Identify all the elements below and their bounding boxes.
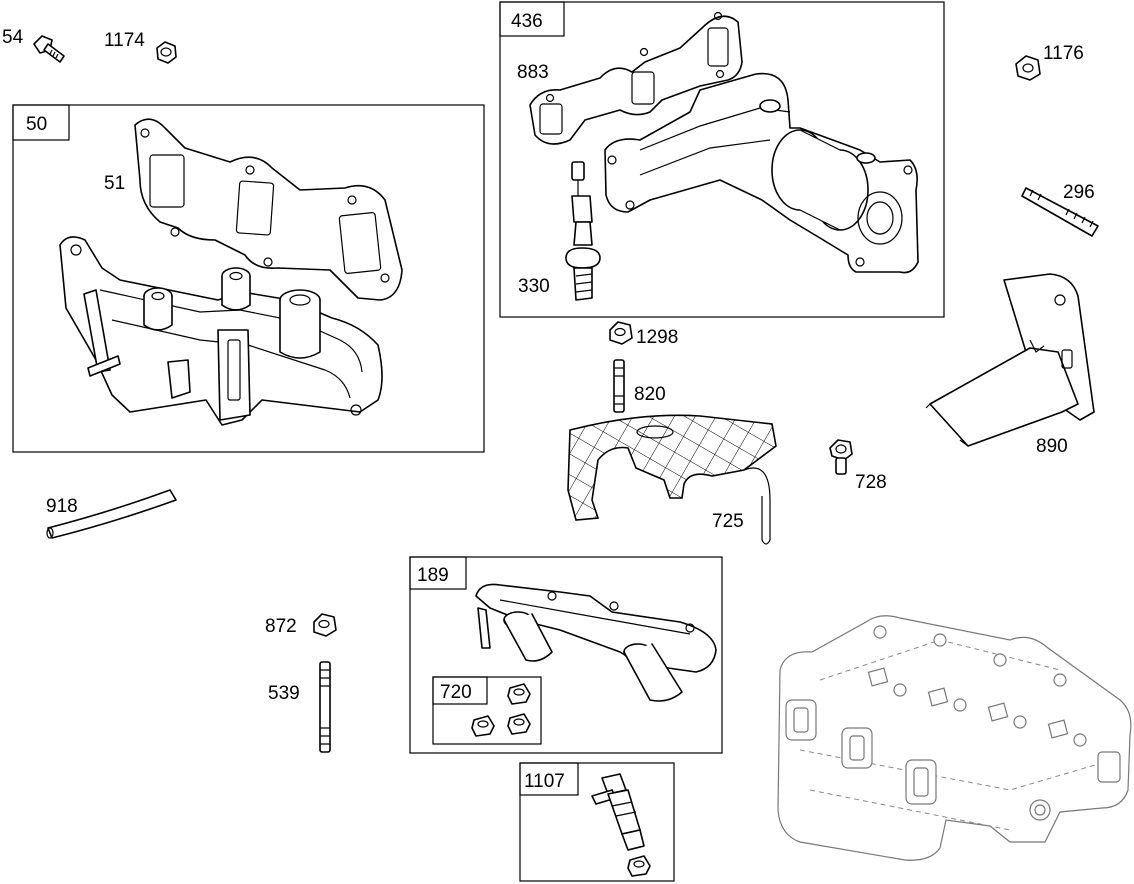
label-1298: 1298 xyxy=(636,327,678,348)
assembly-box-436 xyxy=(499,1,945,318)
assembly-box-720-tag xyxy=(432,676,488,705)
label-883: 883 xyxy=(517,62,549,83)
nut-872 xyxy=(313,613,337,637)
label-330: 330 xyxy=(518,276,550,297)
injector-seals-720 xyxy=(471,683,531,737)
label-918: 918 xyxy=(46,496,78,517)
stud-296 xyxy=(1021,187,1099,237)
label-296: 296 xyxy=(1063,182,1095,203)
label-725: 725 xyxy=(712,511,744,532)
heat-shield-890 xyxy=(925,273,1095,447)
oxygen-sensor-330 xyxy=(565,161,601,301)
assembly-box-189-tag xyxy=(409,556,467,590)
heat-shield-725 xyxy=(567,414,777,545)
fuel-injector-1107 xyxy=(591,773,651,877)
assembly-box-50-tag xyxy=(12,104,70,141)
label-1176: 1176 xyxy=(1043,43,1084,64)
label-436: 436 xyxy=(511,11,543,32)
label-820: 820 xyxy=(634,384,666,405)
stud-820 xyxy=(613,359,625,413)
exhaust-elbow xyxy=(604,72,919,274)
manifold-gasket-51 xyxy=(134,118,403,301)
label-51: 51 xyxy=(104,173,125,194)
stud-539 xyxy=(319,661,331,753)
elbow-gasket-883 xyxy=(529,11,743,145)
fuel-rail xyxy=(475,583,717,702)
assembly-box-1107-tag xyxy=(519,762,579,796)
label-890: 890 xyxy=(1036,436,1068,457)
label-539: 539 xyxy=(268,683,300,704)
bolt-728 xyxy=(829,439,853,475)
label-728: 728 xyxy=(855,472,887,493)
cylinder-head-reference xyxy=(777,615,1132,861)
nut-1176 xyxy=(1015,55,1041,81)
label-872: 872 xyxy=(265,616,297,637)
label-50: 50 xyxy=(26,114,47,135)
label-54: 54 xyxy=(2,27,24,48)
label-189: 189 xyxy=(417,565,449,586)
nut-1174 xyxy=(156,41,177,64)
label-1107: 1107 xyxy=(524,771,565,792)
bolt-54 xyxy=(33,35,65,63)
assembly-box-189 xyxy=(409,556,723,754)
assembly-box-436-tag xyxy=(499,1,565,37)
assembly-box-50 xyxy=(12,104,485,453)
assembly-box-1107 xyxy=(519,762,675,882)
exhaust-manifold xyxy=(59,236,383,426)
label-1174: 1174 xyxy=(104,30,145,51)
nut-1298 xyxy=(609,321,633,345)
label-720: 720 xyxy=(440,682,472,703)
hose-918 xyxy=(46,489,177,539)
